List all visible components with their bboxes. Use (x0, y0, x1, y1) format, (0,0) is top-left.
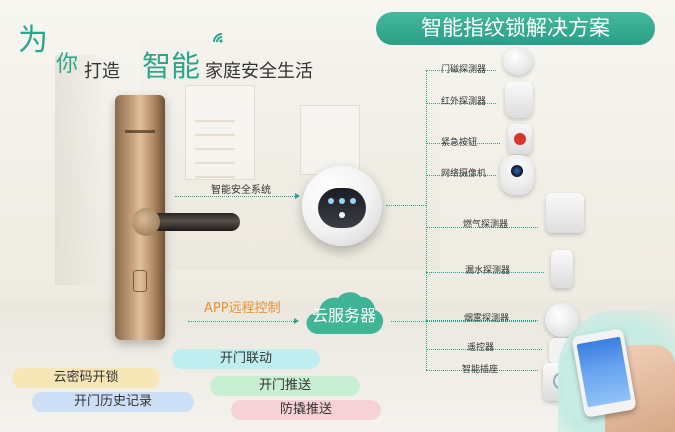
device-connector (426, 175, 496, 176)
cloud-server: 云服务器 (303, 288, 385, 338)
device-connector (426, 349, 542, 350)
cloud-label: 云服务器 (311, 306, 376, 325)
device-label: 红外探测器 (441, 97, 487, 107)
ip-camera-image (500, 155, 534, 195)
hub-indicator (350, 198, 356, 204)
feature-door-linkage: 开门联动 (172, 349, 320, 369)
app-cloud-connector (188, 321, 296, 322)
arrow-icon (294, 318, 299, 324)
device-label: 烟雾探测器 (464, 314, 510, 324)
phone-screen (576, 336, 632, 408)
room-background (140, 40, 440, 270)
headline-rest: 家庭安全生活 (205, 61, 313, 82)
curtain (55, 55, 110, 285)
device-label: 智能插座 (462, 365, 499, 375)
device-label: 漏水探测器 (465, 266, 511, 276)
device-connector (426, 370, 538, 371)
device-connector (426, 143, 500, 144)
room-window (300, 105, 360, 175)
cloud-icon (306, 292, 384, 334)
headline-wei: 为 (18, 23, 48, 58)
lock-hub-connector (175, 196, 297, 197)
feature-cloud-password: 云密码开锁 (12, 368, 160, 388)
hub-display (318, 188, 366, 228)
device-connector (426, 70, 496, 71)
device-label: 门磁探测器 (441, 65, 487, 75)
device-connector (426, 320, 538, 321)
hub-indicator (339, 198, 345, 204)
device-bus-line (426, 70, 427, 370)
arrow-icon (295, 193, 300, 199)
emergency-button-image (508, 124, 532, 154)
emergency-button-icon (514, 133, 526, 145)
device-connector (426, 103, 496, 104)
gas-detector-image (546, 193, 584, 233)
lock-brand-mark (125, 130, 155, 133)
lock-keyhole (133, 270, 147, 292)
room-window (185, 85, 255, 180)
app-remote-label: APP远程控制 (204, 301, 281, 316)
cloud-phone-connector (391, 321, 536, 322)
water-leak-detector-image (551, 250, 573, 288)
device-connector (426, 272, 544, 273)
infrared-sensor-image (505, 82, 533, 118)
headline-smart: 智能 (142, 49, 201, 83)
device-label: 燃气探测器 (463, 220, 509, 230)
device-connector (426, 227, 538, 228)
feature-open-push: 开门推送 (210, 376, 360, 396)
feature-anti-pry-push: 防撬推送 (231, 400, 381, 420)
lock-handle-cap (132, 208, 160, 236)
device-label: 网络摄像机 (441, 169, 487, 179)
wifi-icon (213, 33, 223, 43)
hub-label: 智能安全系统 (211, 185, 271, 196)
fingerprint-lock (115, 95, 240, 340)
door-sensor-image (503, 47, 533, 75)
bookshelf (195, 120, 235, 180)
hub-indicator (328, 198, 334, 204)
headline-make: 打造 (84, 61, 120, 82)
camera-lens-icon (511, 165, 523, 177)
device-label: 遥控器 (467, 343, 495, 353)
lock-handle (140, 213, 240, 231)
device-label: 紧急按钮 (441, 138, 478, 148)
feature-open-history: 开门历史记录 (32, 392, 194, 412)
hub-indicator (339, 212, 345, 218)
smart-hub (302, 166, 382, 246)
hub-trunk-connector (386, 205, 426, 206)
solution-title: 智能指纹锁解决方案 (376, 12, 655, 45)
headline-ni: 你 (56, 52, 79, 77)
